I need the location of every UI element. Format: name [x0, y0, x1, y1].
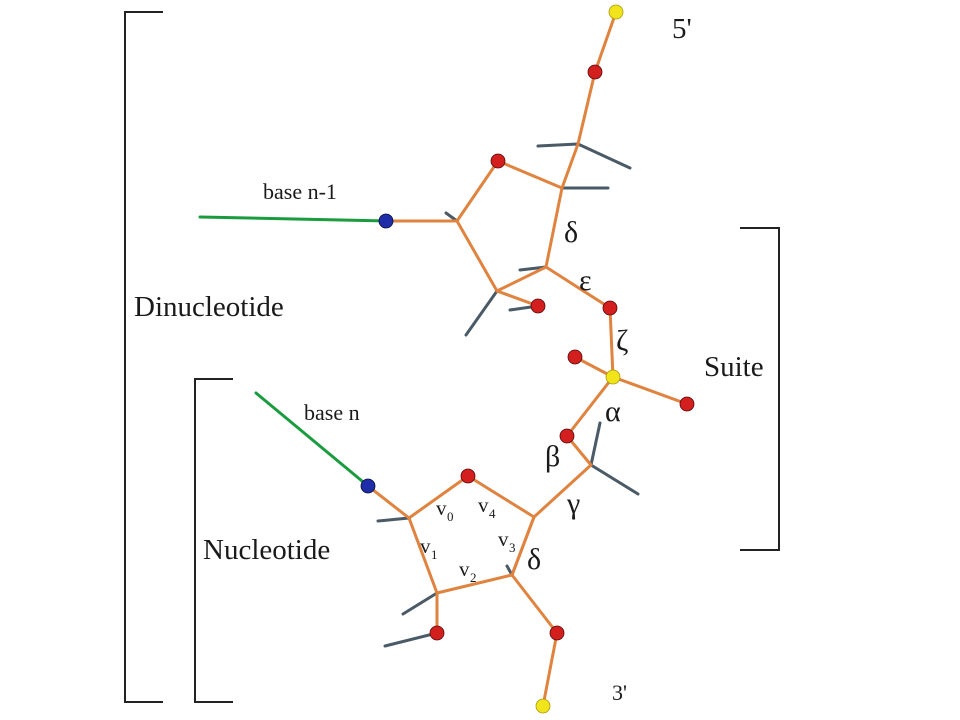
oxygen-atom: [587, 64, 603, 80]
nu4-label: v 4: [478, 493, 496, 521]
lower-delta-label: δ: [527, 543, 541, 576]
nu4-main: v: [478, 493, 489, 517]
oxygen-atom: [549, 625, 565, 641]
brackets: [124, 11, 780, 703]
nu0-main: v: [436, 496, 447, 520]
backbone: [366, 10, 689, 708]
oxygen-atom: [679, 396, 695, 412]
oxygen-atom: [559, 428, 575, 444]
nitrogen-atom: [378, 213, 394, 229]
gamma-label: γ: [566, 487, 580, 520]
upper-sugar-ring: [455, 159, 564, 293]
h-stub: [401, 591, 439, 616]
h-stub: [589, 421, 602, 467]
nu1-sub: 1: [431, 547, 438, 562]
three-prime-label: 3': [612, 680, 627, 705]
h-stub: [376, 516, 411, 523]
oxygen-atom: [429, 625, 445, 641]
phosphorus-atom: [535, 698, 551, 714]
nitrogen-atom: [360, 478, 376, 494]
oxygen-atom: [490, 153, 506, 169]
nu3-sub: 3: [509, 540, 516, 555]
nu0-label: v 0: [436, 496, 454, 524]
base-n-label: base n: [304, 400, 360, 425]
lower-sugar-ring: [407, 474, 536, 595]
alpha-label: α: [605, 395, 621, 428]
suite-bracket: [740, 227, 780, 551]
base-links: [198, 215, 388, 488]
upper-delta-label: δ: [564, 216, 578, 249]
h-stub: [536, 142, 580, 148]
oxygen-atom: [460, 468, 476, 484]
h-stub: [464, 289, 499, 337]
dinucleotide-bracket: [124, 11, 163, 703]
five-prime-label: 5': [672, 13, 692, 45]
nu0-sub: 0: [447, 509, 454, 524]
base-n-link: [254, 391, 370, 488]
h-stub: [589, 463, 640, 496]
nu2-sub: 2: [470, 570, 477, 585]
suite-label: Suite: [704, 351, 764, 383]
bond: [611, 375, 689, 406]
base-n-minus-1-label: base n-1: [263, 179, 337, 204]
atoms: [360, 4, 695, 714]
backbone-chain-top: [510, 10, 618, 708]
h-stub: [576, 142, 632, 170]
nu3-label: v 3: [498, 527, 516, 555]
oxygen-atom: [530, 298, 546, 314]
h-stub: [383, 631, 439, 648]
nucleotide-bracket: [194, 378, 233, 703]
phosphorus-atom: [605, 369, 621, 385]
nu2-label: v 2: [459, 557, 477, 585]
beta-label: β: [545, 440, 560, 473]
dinucleotide-label: Dinucleotide: [134, 291, 284, 323]
bond: [366, 484, 411, 520]
nu3-main: v: [498, 527, 509, 551]
nu1-label: v 1: [420, 534, 438, 562]
oxygen-atom: [567, 349, 583, 365]
nu1-main: v: [420, 534, 431, 558]
epsilon-label: ε: [579, 264, 592, 297]
nu2-main: v: [459, 557, 470, 581]
phosphorus-atom: [608, 4, 624, 20]
zeta-label: ζ: [616, 324, 628, 357]
oxygen-atom: [602, 300, 618, 316]
nucleotide-label: Nucleotide: [203, 534, 330, 566]
nu4-sub: 4: [489, 506, 496, 521]
base-n-minus-1-link: [198, 215, 388, 223]
